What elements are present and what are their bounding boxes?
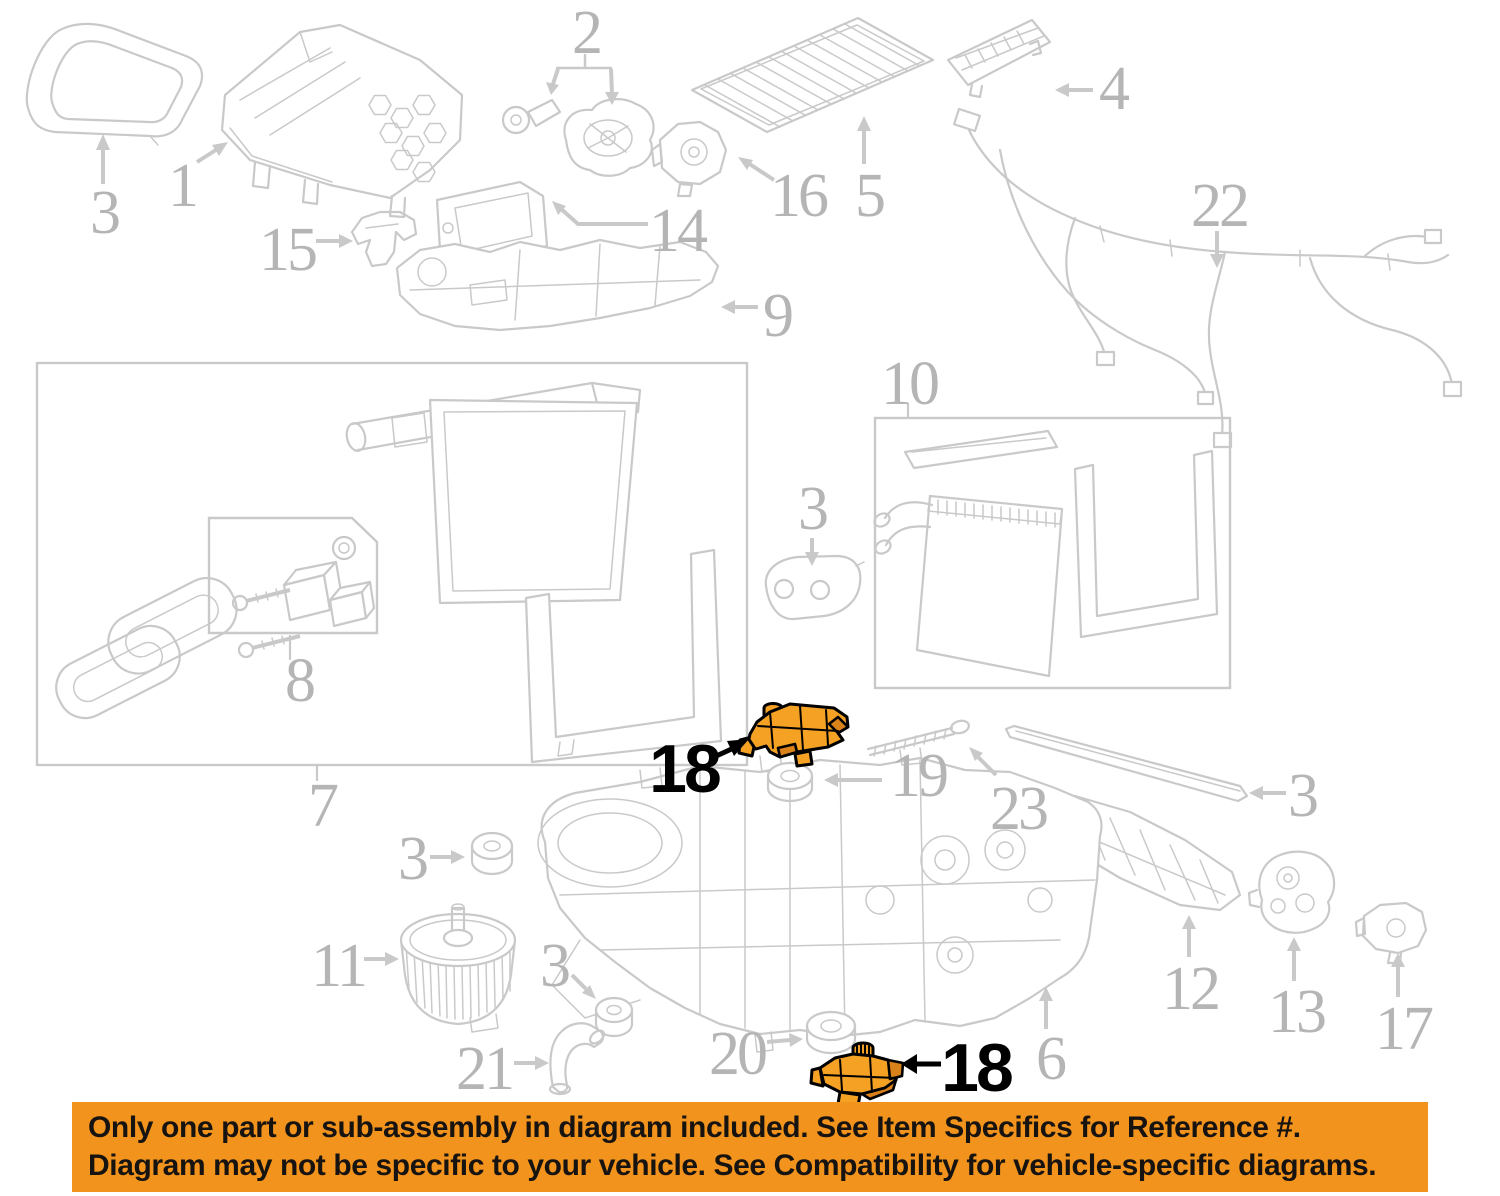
part-screw-23 (866, 719, 970, 757)
part-label-10-heater-core-kit: 10 (881, 350, 938, 418)
part-label-7-evaporator-kit: 7 (308, 772, 338, 840)
part-label-3-grommet-left: 3 (398, 825, 427, 893)
part-label-4-bracket: 4 (1099, 55, 1130, 123)
highlight-label-18-upper: 18 (649, 731, 720, 807)
part-blower-11 (399, 903, 517, 1033)
part-label-5-filter: 5 (855, 162, 884, 230)
part-upper-case-1 (220, 23, 464, 219)
part-grommet-3-left (470, 831, 514, 876)
part-mount-13 (1247, 850, 1336, 934)
part-label-19-grommet: 19 (890, 742, 947, 810)
kit-box-10 (873, 402, 1232, 690)
part-lower-case-6 (537, 747, 1103, 1053)
part-actuator-17 (1354, 901, 1428, 965)
part-actuator-16 (650, 120, 728, 198)
part-label-3-grommet-mid: 3 (540, 932, 569, 1000)
part-grommet-3-mid (594, 996, 634, 1038)
part-label-12-bracket: 12 (1162, 955, 1218, 1023)
part-label-9-duct: 9 (763, 282, 792, 350)
part-label-3-plate: 3 (798, 475, 827, 543)
part-label-2-motor: 2 (572, 0, 600, 67)
part-label-1-upper-case: 1 (168, 152, 196, 220)
part-label-21-elbow: 21 (456, 1035, 512, 1103)
part-bracket-4 (946, 18, 1052, 99)
part-wiring-harness-22 (952, 107, 1463, 449)
part-label-15-clip: 15 (259, 216, 316, 284)
part-elbow-21 (548, 1022, 606, 1096)
part-label-16-actuator: 16 (770, 162, 828, 230)
part-label-6-lower-case: 6 (1036, 1025, 1066, 1093)
disclaimer-banner: Only one part or sub-assembly in diagram… (72, 1102, 1428, 1192)
part-label-17-actuator: 17 (1375, 995, 1433, 1063)
part-grommet-19 (766, 761, 814, 803)
part-motor-2 (501, 98, 655, 177)
part-plate-3-mid (764, 554, 865, 621)
disclaimer-line-2: Diagram may not be specific to your vehi… (88, 1149, 1377, 1182)
part-label-8-valve-kit: 8 (285, 647, 314, 715)
part-seal-3-topleft (25, 22, 204, 146)
part-label-14-module: 14 (649, 197, 708, 265)
highlighted-actuator-upper (737, 702, 850, 768)
leader-arrows (96, 53, 1405, 1070)
part-label-11-blower-motor: 11 (311, 932, 365, 1000)
highlighted-actuator-lower (809, 1041, 905, 1108)
part-cabin-filter-5 (690, 16, 935, 134)
part-label-13-actuator-mount: 13 (1268, 978, 1325, 1046)
part-grommet-20 (805, 1010, 857, 1055)
part-label-20-grommet: 20 (709, 1020, 766, 1088)
highlight-arrows (712, 739, 941, 1074)
part-label-23-screw: 23 (990, 775, 1047, 843)
part-label-3-strip: 3 (1288, 762, 1317, 830)
part-strip-3-right (1004, 724, 1249, 803)
part-duct-9 (395, 238, 720, 332)
part-clip-15 (350, 210, 418, 268)
disclaimer-line-1: Only one part or sub-assembly in diagram… (88, 1111, 1301, 1144)
part-label-3-seal: 3 (90, 179, 119, 247)
part-label-22-harness: 22 (1191, 172, 1247, 240)
highlight-label-18-lower: 18 (941, 1030, 1012, 1106)
kit-box-7 (35, 361, 749, 782)
